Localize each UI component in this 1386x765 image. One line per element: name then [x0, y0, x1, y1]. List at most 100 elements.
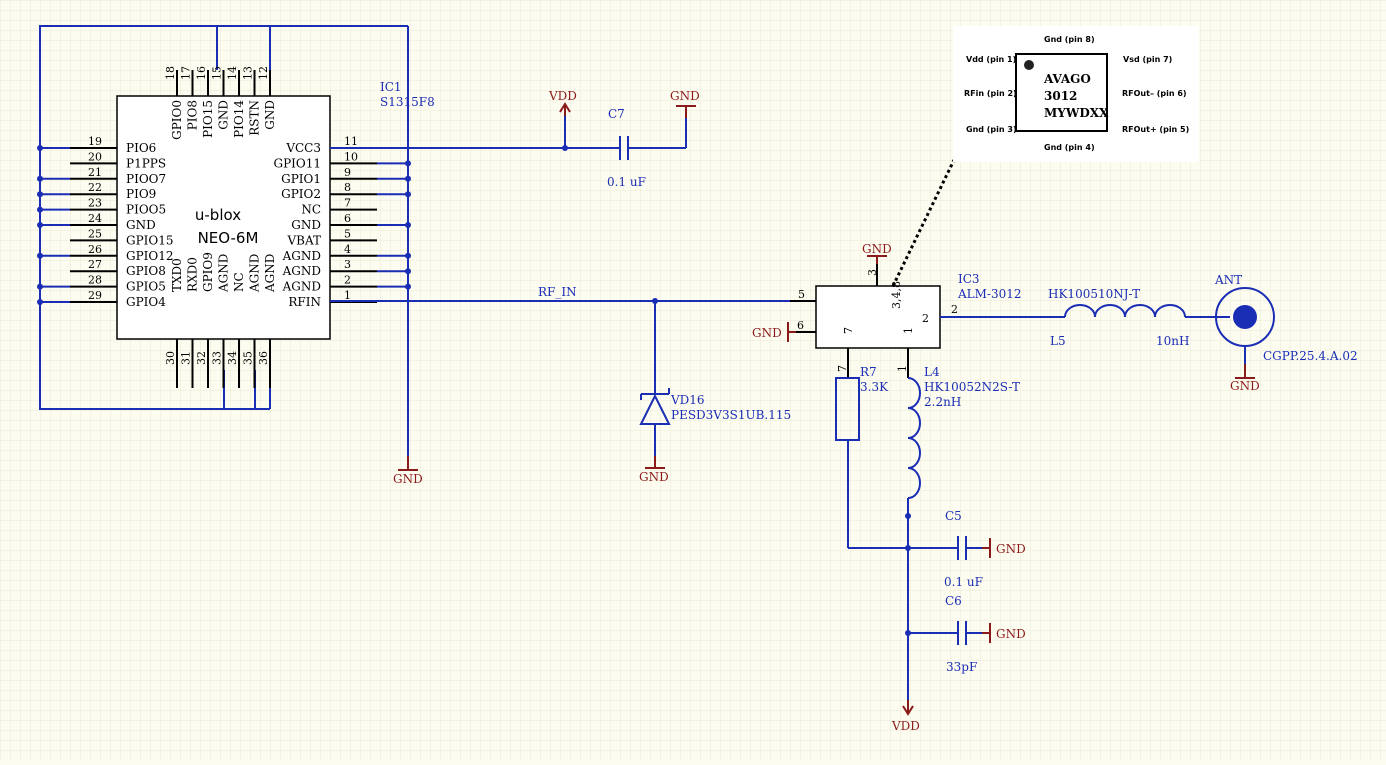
- ic1-pin-number: 27: [88, 258, 102, 271]
- inset-bottom-label: Gnd (pin 4): [1044, 143, 1095, 152]
- r7-component[interactable]: 7 R7 3.3K: [835, 348, 889, 548]
- ic1-pin-number: 32: [195, 351, 208, 365]
- antenna-component[interactable]: ANT CGPP.25.4.A.02 GND: [1214, 273, 1358, 393]
- vdd-symbol-bottom: VDD: [891, 700, 920, 733]
- pin1-marker-icon: [1024, 60, 1034, 70]
- gnd-label: GND: [1230, 379, 1260, 393]
- ic1-pin-name: PIO6: [126, 141, 156, 155]
- c6-component[interactable]: C6 33pF GND: [908, 594, 1026, 674]
- inset-right-1: Vsd (pin 7): [1123, 55, 1172, 64]
- l5-ref: L5: [1050, 334, 1066, 348]
- vd16-ref: VD16: [670, 393, 705, 407]
- r7-value: 3.3K: [860, 380, 889, 394]
- ic3-inner-2: 2: [922, 312, 929, 325]
- ic1-pin-number: 14: [226, 66, 239, 80]
- rf-in-net[interactable]: RF_IN: [330, 285, 814, 304]
- c7-value: 0.1 uF: [607, 175, 646, 189]
- ant-ref: ANT: [1214, 273, 1242, 287]
- junction-dot: [37, 206, 43, 213]
- vd16-component[interactable]: VD16 PESD3V3S1UB.115 GND: [639, 301, 791, 484]
- ic1-pin-name: PIO8: [186, 100, 200, 130]
- ic1-pin-number: 22: [88, 181, 102, 194]
- ic1-pin-name: PIO14: [232, 100, 246, 138]
- ic1-left-bus: [39, 25, 408, 410]
- ic1-pin-number: 13: [242, 66, 255, 80]
- ic1-pin-number: 3: [344, 258, 351, 271]
- ic1-pin-number: 17: [180, 66, 193, 80]
- inset-right-2: RFOut– (pin 6): [1122, 89, 1187, 98]
- junction-dot: [405, 283, 411, 290]
- ic1-pin-name: TXD0: [170, 258, 184, 292]
- ic1-pin-name: VBAT: [287, 233, 322, 247]
- junction-dot: [37, 222, 43, 228]
- ic1-model: NEO-6M: [198, 229, 259, 247]
- l4-component[interactable]: 1 L4 HK10052N2S-T 2.2nH: [896, 348, 1020, 706]
- ic3-component[interactable]: 5 6 GND 3 GND 2 3,4,8 7 1 2 IC3 ALM-3012: [752, 159, 1065, 349]
- junction-dot: [405, 160, 411, 167]
- gnd-symbol-c6: GND: [982, 623, 1026, 643]
- ic1-pin-number: 5: [344, 227, 351, 240]
- gnd-symbol-c5: GND: [982, 538, 1026, 558]
- net-label-rf-in: RF_IN: [538, 285, 577, 299]
- gnd-label: GND: [639, 470, 669, 484]
- gnd-symbol-vd16: GND: [639, 456, 669, 484]
- ic1-pin-number: 12: [257, 66, 270, 80]
- ic1-body: [116, 95, 331, 340]
- ic1-pin-number: 28: [88, 274, 102, 287]
- junction-dot: [405, 191, 411, 198]
- ic1-pin-name: AGND: [282, 264, 321, 278]
- ic1-pin-name: PIO9: [126, 187, 156, 201]
- ic1-pin-name: GPIO2: [281, 187, 321, 201]
- ic1-pin-name: GPIO4: [126, 295, 166, 309]
- antenna-core: [1233, 305, 1257, 329]
- ic1-pin-number: 8: [344, 181, 351, 194]
- ic1-pin-name: GND: [126, 218, 156, 232]
- ic1-pin-name: AGND: [263, 254, 277, 293]
- ic1-pin-name: GPIO8: [126, 264, 166, 278]
- ic3-pin3: 3: [866, 269, 879, 276]
- ic1-pin-name: PIOO5: [126, 203, 166, 217]
- ic1-pin-number: 6: [344, 212, 351, 225]
- gnd-label: GND: [862, 242, 892, 256]
- ic1-pin-name: AGND: [282, 280, 321, 294]
- junction-dot: [37, 175, 43, 182]
- ic1-pin-name: GPIO15: [126, 233, 174, 247]
- junction-dot: [405, 175, 411, 182]
- c7-ref: C7: [608, 107, 625, 121]
- ic1-pin-number: 19: [88, 135, 102, 148]
- ic1-pin-name: AGND: [248, 254, 262, 293]
- alm3012-pinout-inset: AVAGO 3012 MYWDXX Gnd (pin 8) Gnd (pin 4…: [953, 26, 1199, 162]
- ic1-pin-name: NC: [301, 203, 321, 217]
- ic1-designator: IC1: [380, 80, 402, 94]
- junction-dot: [405, 268, 411, 275]
- ic3-pin2: 2: [951, 303, 958, 316]
- ic1-pin-name: GND: [217, 100, 231, 130]
- ic1-pin-name: GPIO5: [126, 280, 166, 294]
- gnd-symbol-ant: GND: [1230, 364, 1260, 393]
- l5-component[interactable]: HK100510NJ-T L5 10nH: [1048, 287, 1230, 348]
- ic3-inner-7: 7: [842, 327, 855, 334]
- ic1-pin-name: RSTN: [248, 100, 262, 136]
- c7-component[interactable]: C7 0.1 uF VDD GND: [330, 89, 700, 189]
- ic1-pin-name: GPIO12: [126, 249, 174, 263]
- ic1-pin-number: 20: [88, 150, 102, 163]
- ic1-pin-number: 1: [344, 289, 351, 302]
- r7-ref: R7: [860, 365, 877, 379]
- ic1-pin-name: GND: [263, 100, 277, 130]
- gnd-label: GND: [996, 627, 1026, 641]
- vdd-symbol-top: VDD: [548, 89, 577, 116]
- l4-pin: 1: [896, 365, 909, 372]
- gnd-symbol-ic3-left: GND: [752, 322, 796, 342]
- ic1-pin-name: NC: [232, 272, 246, 292]
- c5-component[interactable]: C5 0.1 uF GND: [848, 509, 1026, 589]
- gnd-symbol-c7: GND: [670, 89, 700, 118]
- gnd-label: GND: [996, 542, 1026, 556]
- ic1-pin-number: 7: [344, 197, 351, 210]
- ic1-pin-number: 9: [344, 166, 351, 179]
- ic1-pin-name: GPIO0: [170, 100, 184, 140]
- ic1-pin-number: 10: [344, 150, 358, 163]
- ic3-body: [815, 285, 941, 349]
